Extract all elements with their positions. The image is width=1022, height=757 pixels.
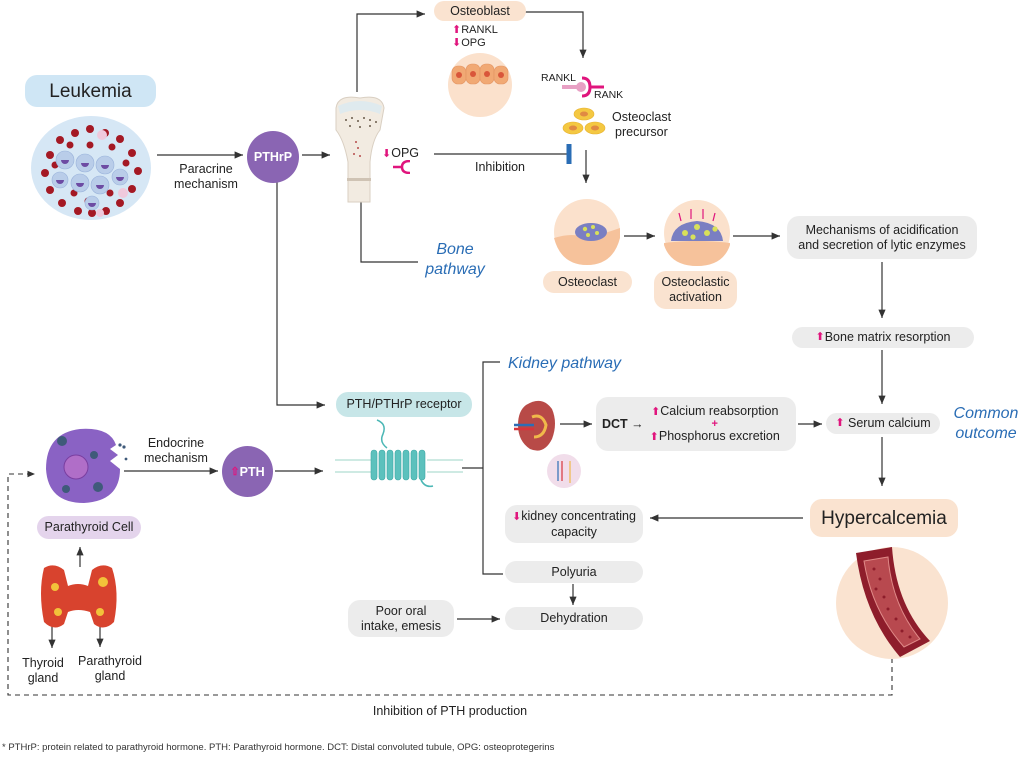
down-arrow-icon: ⬇ bbox=[382, 148, 392, 160]
activation-line-2: activation bbox=[669, 290, 722, 304]
plus-sign: + bbox=[711, 417, 718, 430]
kidney-pathway-label: Kidney pathway bbox=[508, 355, 621, 372]
parathyroid-line-2: gland bbox=[94, 669, 126, 683]
dct-label: DCT → bbox=[602, 416, 644, 431]
rankl-ligand-label: RANKL bbox=[541, 72, 577, 84]
paracrine-line-2: mechanism bbox=[174, 177, 238, 191]
acidification-line-1: Mechanisms of acidification bbox=[805, 222, 959, 237]
serum-calcium-text: Serum calcium bbox=[848, 416, 931, 430]
down-arrow-icon: ⬇ bbox=[512, 510, 522, 523]
thyroid-gland-illustration bbox=[41, 565, 117, 628]
down-arrow-icon: ⬇ bbox=[452, 37, 462, 49]
leukemia-cells-illustration bbox=[31, 116, 151, 220]
kidney-illustration bbox=[514, 400, 581, 488]
receptor-membrane-illustration bbox=[335, 419, 463, 488]
osteoblast-label: Osteoblast bbox=[434, 1, 526, 21]
bone-pathway-line-1: Bone bbox=[436, 241, 474, 258]
pth-node: ⇧PTH bbox=[222, 446, 273, 497]
osteoblast-markers: ⬆RANKL ⬇OPG bbox=[452, 24, 498, 50]
bone-pathway-bracket bbox=[360, 200, 418, 263]
up-arrow-icon: ⬆ bbox=[815, 331, 825, 343]
parathyroid-cell-illustration bbox=[46, 428, 128, 503]
precursor-line-2: precursor bbox=[615, 125, 668, 139]
paracrine-mechanism-label: Paracrine mechanism bbox=[166, 162, 246, 192]
inhibition-pth-label: Inhibition of PTH production bbox=[372, 704, 528, 718]
up-arrow-icon: ⬆ bbox=[649, 430, 659, 443]
dct-box: DCT → ⬆Calcium reabsorption + ⬆Phosphoru… bbox=[596, 397, 796, 451]
blood-vessel-illustration bbox=[836, 547, 948, 659]
endocrine-line-2: mechanism bbox=[144, 451, 208, 465]
leukemia-label: Leukemia bbox=[25, 75, 156, 107]
footnote: * PTHrP: protein related to parathyroid … bbox=[2, 742, 555, 753]
thyroid-gland-label: Thyroid gland bbox=[16, 656, 70, 686]
arrow-bone-osteoblast bbox=[356, 10, 425, 92]
pth-text: PTH bbox=[239, 464, 265, 479]
kidney-pathway-bracket bbox=[482, 361, 503, 575]
feedback-dashed-line bbox=[7, 470, 893, 696]
bone-pathway-line-2: pathway bbox=[425, 261, 485, 278]
osteoclast-precursor-label: Osteoclast precursor bbox=[612, 110, 671, 140]
phosphorus-excretion-text: Phosphorus excretion bbox=[658, 428, 780, 443]
dehydration-box: Dehydration bbox=[505, 607, 643, 630]
common-outcome-line-1: Common bbox=[953, 405, 1019, 422]
arrow-pthrp-receptor bbox=[276, 178, 325, 409]
kidney-concentrating-box: ⬇kidney concentrating capacity bbox=[505, 505, 643, 543]
kidney-concentrating-text: kidney concentrating bbox=[521, 508, 636, 523]
osteoblast-rankl-marker: ⬆RANKL bbox=[452, 24, 498, 37]
common-outcome-line-2: outcome bbox=[955, 425, 1017, 442]
opg-receptor-icon bbox=[393, 160, 411, 174]
calcium-reabsorption: ⬆Calcium reabsorption bbox=[650, 404, 780, 420]
hypercalcemia-label: Hypercalcemia bbox=[810, 499, 958, 537]
thyroid-line-1: Thyroid bbox=[22, 656, 64, 670]
precursor-line-1: Osteoclast bbox=[612, 110, 672, 124]
bone-opg-text: OPG bbox=[391, 146, 420, 160]
rank-receptor-icon bbox=[562, 76, 604, 98]
poor-oral-line-1: Poor oral bbox=[375, 603, 427, 618]
osteoblast-cells-illustration bbox=[448, 53, 512, 117]
inhibition-label: Inhibition bbox=[474, 160, 526, 174]
bone-matrix-resorption-box: ⬆Bone matrix resorption bbox=[792, 327, 974, 348]
pth-pthrp-receptor-label: PTH/PTHrP receptor bbox=[336, 392, 472, 417]
endocrine-mechanism-label: Endocrine mechanism bbox=[136, 436, 216, 466]
osteoclast-precursor-illustration bbox=[562, 107, 606, 135]
bone-opg-marker: ⬇OPG bbox=[382, 146, 419, 162]
kidney-concentrating-line-2: capacity bbox=[551, 524, 597, 539]
osteoclast-illustration bbox=[554, 199, 620, 265]
acidification-line-2: and secretion of lytic enzymes bbox=[798, 237, 966, 252]
rank-label: RANK bbox=[594, 89, 624, 101]
pthrp-node: PTHrP bbox=[247, 131, 299, 183]
poor-oral-line-2: intake, emesis bbox=[361, 618, 441, 633]
polyuria-box: Polyuria bbox=[505, 561, 643, 583]
opg-text: OPG bbox=[461, 37, 486, 49]
paracrine-line-1: Paracrine bbox=[179, 162, 233, 176]
osteoclast-label: Osteoclast bbox=[543, 271, 632, 293]
up-arrow-icon: ⇧ bbox=[230, 466, 240, 478]
osteoblast-opg-marker: ⬇OPG bbox=[452, 37, 498, 50]
parathyroid-cell-label: Parathyroid Cell bbox=[37, 516, 141, 539]
up-arrow-icon: ⬆ bbox=[452, 24, 462, 36]
osteoclastic-activation-illustration bbox=[664, 200, 730, 266]
parathyroid-line-1: Parathyroid bbox=[78, 654, 142, 668]
bone-pathway-label: Bone pathway bbox=[420, 240, 490, 280]
bone-illustration bbox=[335, 96, 385, 203]
common-outcome-label: Common outcome bbox=[948, 404, 1022, 444]
parathyroid-gland-label: Parathyroid gland bbox=[72, 654, 148, 684]
up-arrow-icon: ⬆ bbox=[651, 405, 661, 418]
serum-calcium-box: ⬆ Serum calcium bbox=[826, 413, 940, 434]
arrow-osteoblast-rank bbox=[525, 11, 587, 58]
activation-line-1: Osteoclastic bbox=[661, 275, 730, 289]
thyroid-line-2: gland bbox=[27, 671, 59, 685]
rankl-text: RANKL bbox=[461, 24, 498, 36]
endocrine-line-1: Endocrine bbox=[147, 436, 205, 450]
up-arrow-icon: ⬆ bbox=[835, 417, 845, 429]
bone-matrix-text: Bone matrix resorption bbox=[824, 330, 951, 344]
calcium-reabsorption-text: Calcium reabsorption bbox=[660, 403, 779, 418]
phosphorus-excretion: ⬆Phosphorus excretion bbox=[650, 429, 780, 445]
